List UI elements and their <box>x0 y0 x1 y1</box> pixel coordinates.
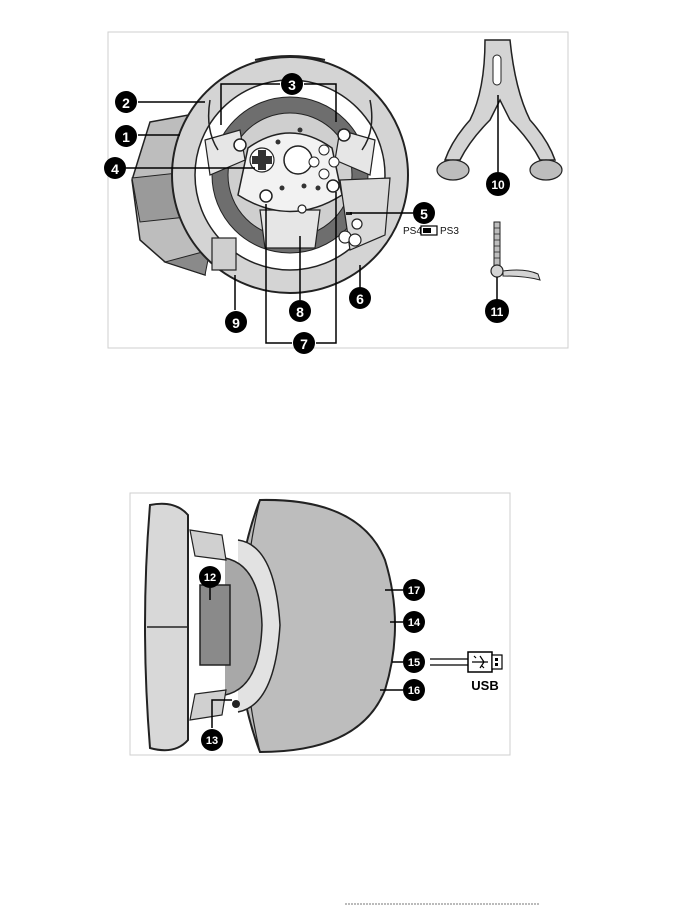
fixing-screw <box>491 222 540 300</box>
table-clamp-stand <box>437 40 562 180</box>
callout-2: 2 <box>115 91 137 113</box>
callout-17: 17 <box>403 579 425 601</box>
svg-text:7: 7 <box>300 336 308 352</box>
usb-connector-icon <box>430 652 502 672</box>
svg-text:16: 16 <box>408 685 420 697</box>
switch-label-ps3: PS3 <box>440 226 459 237</box>
svg-text:15: 15 <box>408 657 420 669</box>
svg-text:5: 5 <box>420 206 428 222</box>
svg-text:14: 14 <box>408 617 421 629</box>
callout-16: 16 <box>403 679 425 701</box>
svg-text:13: 13 <box>206 735 218 747</box>
callout-3: 3 <box>281 73 303 95</box>
callout-13: 13 <box>201 729 223 751</box>
callout-11: 11 <box>485 299 509 323</box>
callout-5: 5 <box>413 202 435 224</box>
svg-text:10: 10 <box>491 178 505 192</box>
callout-6: 6 <box>349 287 371 309</box>
wheel-side-view <box>145 500 395 752</box>
svg-text:2: 2 <box>122 95 130 111</box>
callout-1: 1 <box>115 125 137 147</box>
platform-switch: PS4 PS3 <box>403 226 459 237</box>
svg-text:4: 4 <box>111 161 119 177</box>
svg-text:9: 9 <box>232 315 240 331</box>
callout-4: 4 <box>104 157 126 179</box>
svg-text:3: 3 <box>288 77 296 93</box>
svg-text:11: 11 <box>491 305 504 319</box>
switch-label-ps4: PS4 <box>403 226 422 237</box>
callout-15: 15 <box>403 651 425 673</box>
callout-12: 12 <box>199 566 221 588</box>
callout-10: 10 <box>486 172 510 196</box>
callout-14: 14 <box>403 611 425 633</box>
svg-text:6: 6 <box>356 291 364 307</box>
svg-text:12: 12 <box>204 572 216 584</box>
callout-8: 8 <box>289 300 311 322</box>
callout-7: 7 <box>293 332 315 354</box>
svg-text:8: 8 <box>296 304 304 320</box>
callout-9: 9 <box>225 311 247 333</box>
svg-text:17: 17 <box>408 585 420 597</box>
svg-text:1: 1 <box>122 129 130 145</box>
usb-label: USB <box>471 678 498 693</box>
